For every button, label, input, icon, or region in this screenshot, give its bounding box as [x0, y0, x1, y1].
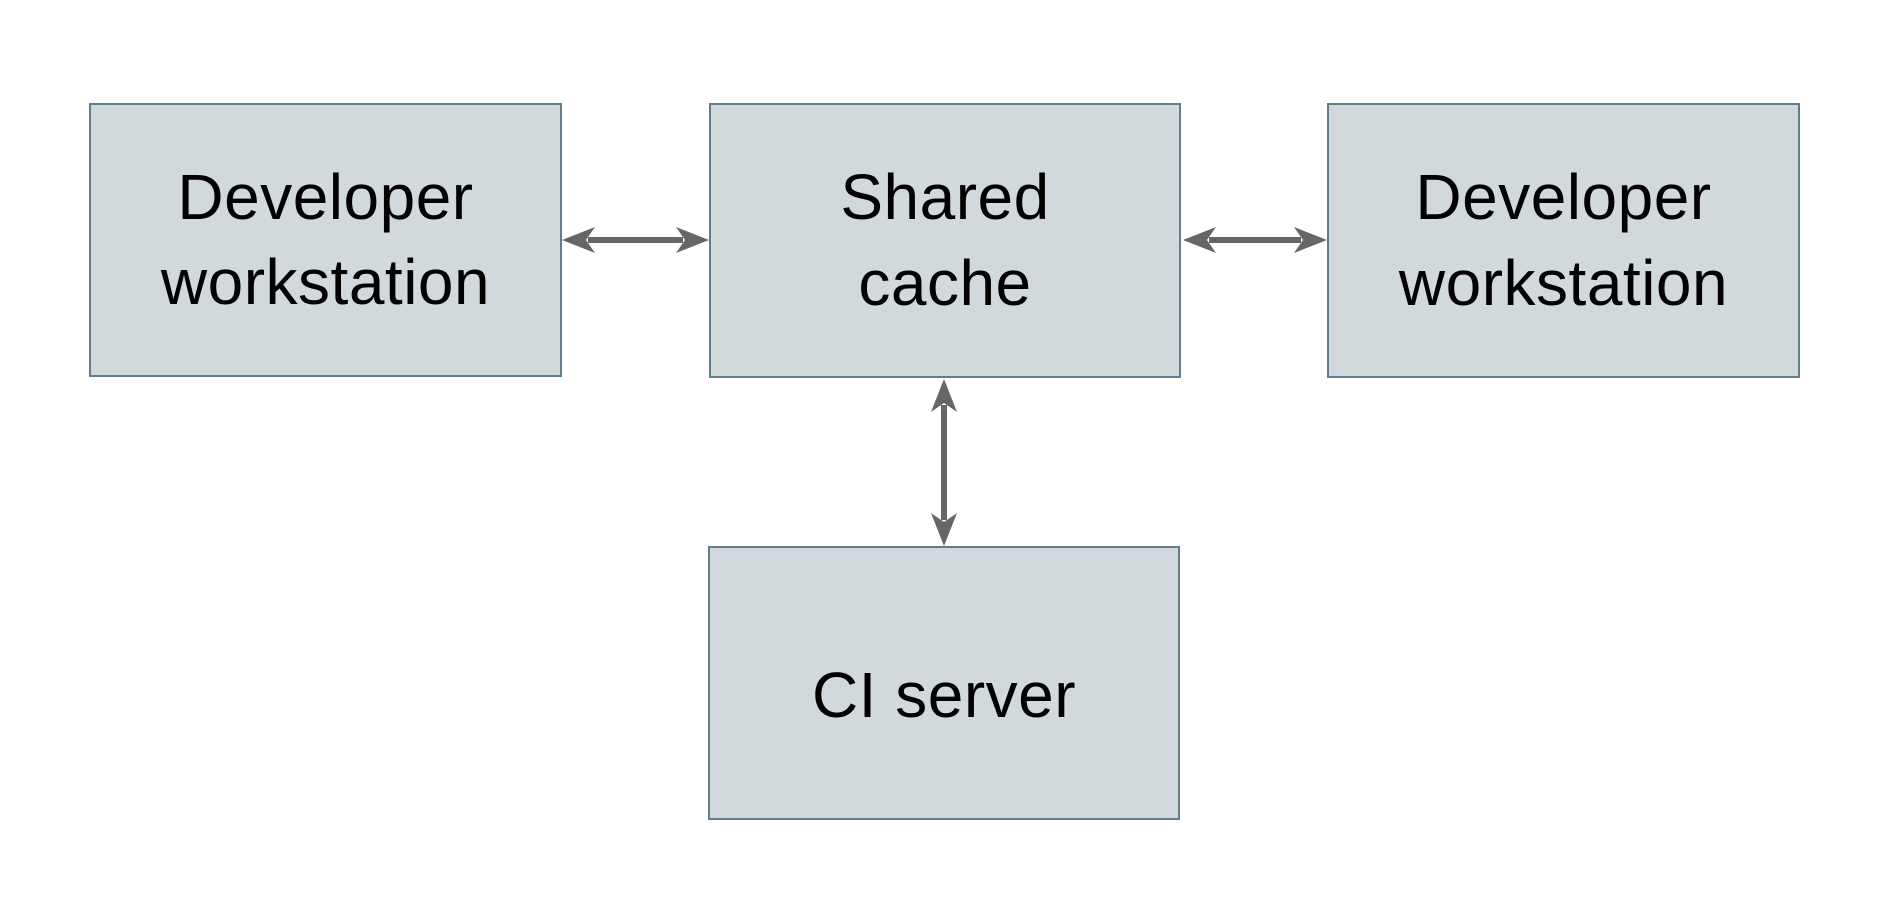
node-label-line: Developer	[1415, 161, 1712, 234]
node-label-line: CI server	[811, 659, 1077, 732]
double-arrow-left-workstation-to-cache	[562, 227, 709, 253]
double-arrow-cache-to-right-workstation	[1183, 227, 1327, 253]
node-developer-workstation-right: Developer workstation	[1327, 103, 1800, 378]
node-ci-server: CI server	[708, 546, 1180, 820]
double-arrow-cache-to-ci-server	[931, 379, 957, 546]
node-label-line: workstation	[160, 246, 491, 318]
node-label-line: Shared	[840, 161, 1050, 234]
node-shared-cache: Shared cache	[709, 103, 1181, 378]
node-label-line: Developer	[177, 160, 474, 233]
node-developer-workstation-left: Developer workstation	[89, 103, 562, 377]
node-label-line: workstation	[1398, 246, 1729, 319]
node-label-line: cache	[858, 246, 1032, 319]
